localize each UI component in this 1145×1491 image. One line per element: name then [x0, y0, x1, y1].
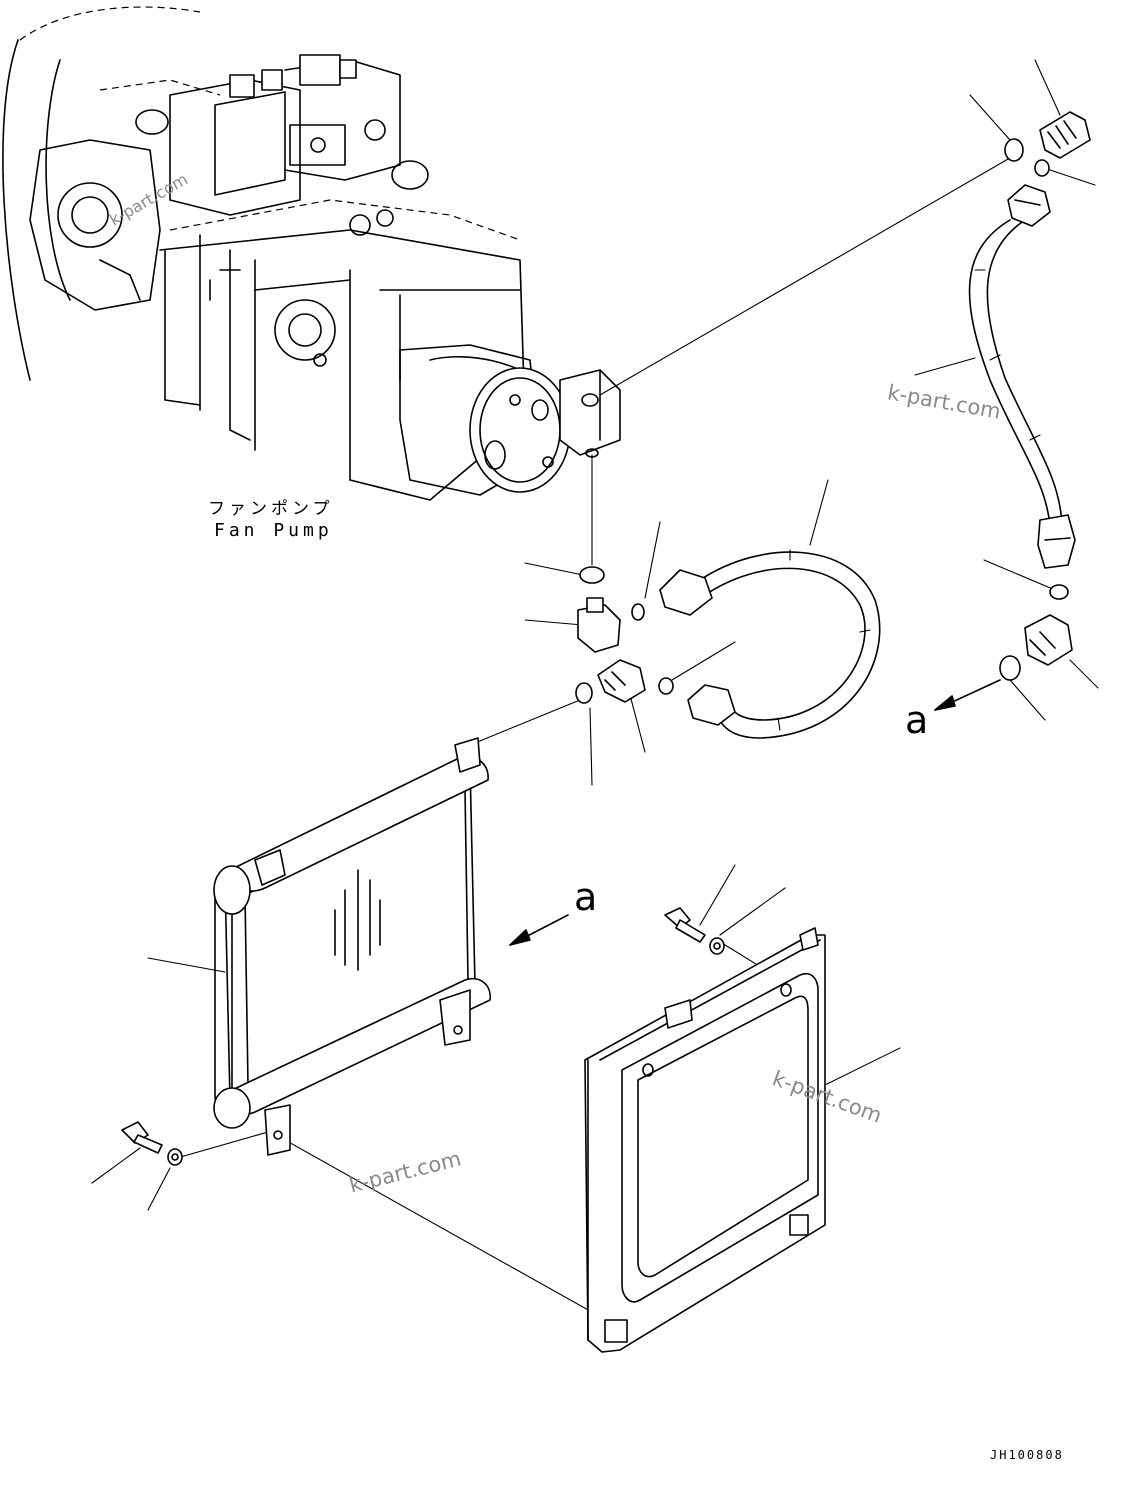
washers — [167, 937, 725, 1166]
fan-pump-label-jp: ファンポンプ — [208, 499, 334, 519]
main-pump-assembly — [2, 6, 526, 501]
lower-hose — [659, 549, 881, 739]
elbow-fittings — [577, 597, 1073, 703]
fan-pump — [399, 344, 621, 496]
top-elbow-fitting — [1004, 111, 1091, 177]
o-rings — [575, 566, 1069, 704]
view-arrow-label-left: a — [574, 875, 598, 919]
cooler-bracket-frame — [584, 927, 826, 1353]
upper-hose — [968, 184, 1076, 569]
fan-pump-label-en: Fan Pump — [214, 520, 333, 541]
leader-lines — [91, 59, 1099, 1326]
oil-cooler — [213, 737, 491, 1156]
mounting-bolts — [121, 907, 706, 1154]
view-arrow-label-right: a — [905, 698, 929, 742]
drawing-id: JH100808 — [990, 1448, 1064, 1462]
